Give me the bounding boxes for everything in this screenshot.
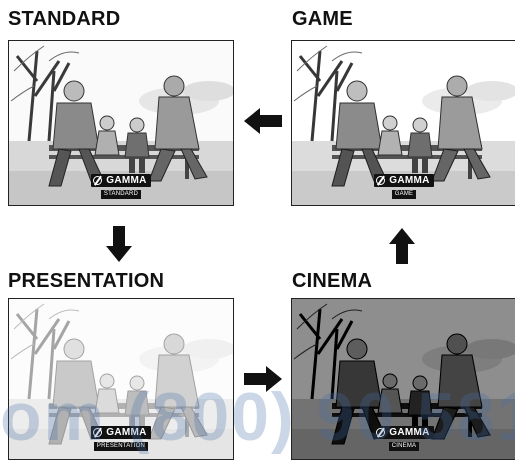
mode-label: GAME: [391, 190, 417, 199]
presentation-gamma-osd: GAMMA PRESENTATION: [9, 426, 233, 451]
mode-label: STANDARD: [100, 190, 142, 199]
gamma-label: GAMMA: [106, 175, 147, 186]
cinema-image-panel: GAMMA CINEMA: [291, 298, 515, 460]
gamma-icon: [376, 428, 386, 437]
gamma-label: GAMMA: [389, 427, 430, 438]
game-image-panel: GAMMA GAME: [291, 40, 515, 206]
arrow-up-icon: [389, 228, 415, 264]
arrow-down-icon: [106, 226, 132, 262]
gamma-icon: [93, 428, 103, 437]
cinema-title: CINEMA: [292, 270, 373, 292]
mode-label: PRESENTATION: [93, 442, 149, 451]
arrow-right-icon: [244, 366, 282, 392]
gamma-label: GAMMA: [106, 427, 147, 438]
arrow-left-icon: [244, 108, 282, 134]
gamma-icon: [93, 176, 103, 185]
gamma-icon: [376, 176, 386, 185]
game-title: GAME: [292, 8, 353, 30]
cinema-gamma-osd: GAMMA CINEMA: [292, 426, 515, 451]
standard-title: STANDARD: [8, 8, 121, 30]
game-gamma-osd: GAMMA GAME: [292, 174, 515, 199]
standard-image-panel: GAMMA STANDARD: [8, 40, 234, 206]
presentation-image-panel: GAMMA PRESENTATION: [8, 298, 234, 460]
standard-gamma-osd: GAMMA STANDARD: [9, 174, 233, 199]
presentation-title: PRESENTATION: [8, 270, 165, 292]
mode-label: CINEMA: [388, 442, 420, 451]
gamma-label: GAMMA: [389, 175, 430, 186]
